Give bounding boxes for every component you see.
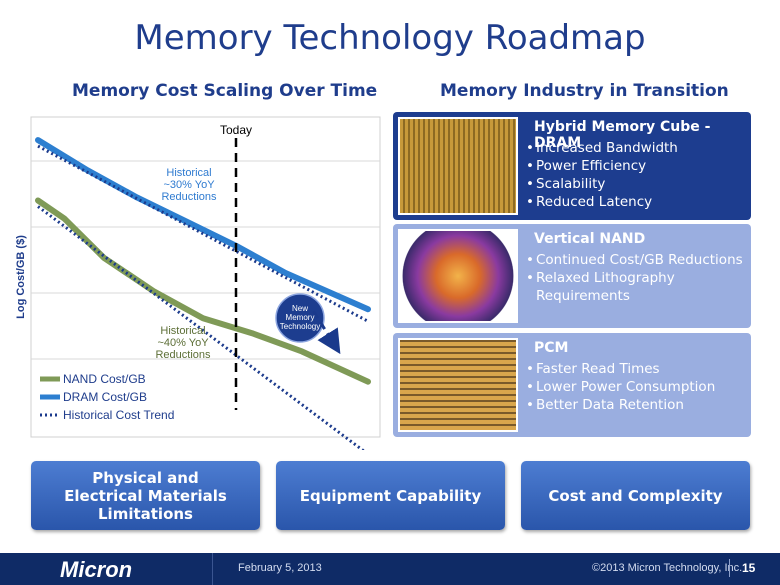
panel-bullet: Continued Cost/GB Reductions [526, 251, 751, 269]
panel-bullet: Reduced Latency [526, 193, 751, 211]
footer-date: February 5, 2013 [238, 562, 322, 574]
page-number: 15 [742, 561, 756, 575]
panel-bullet: Lower Power Consumption [526, 378, 751, 396]
panel-bullet: Faster Read Times [526, 360, 751, 378]
series-line-nand-cost-gb [35, 197, 371, 385]
series-layer [35, 137, 371, 450]
panel-title: Vertical NAND [534, 231, 646, 247]
footer-copyright: ©2013 Micron Technology, Inc. [592, 562, 743, 574]
panel-bullet: Power Efficiency [526, 157, 751, 175]
series-line-historical-cost-trend [37, 144, 369, 323]
footer-bar: Micron February 5, 2013 ©2013 Micron Tec… [0, 553, 780, 585]
footer-divider [212, 553, 213, 585]
series-line-dram-cost-gb [35, 137, 371, 313]
y-axis-label: Log Cost/GB ($) [15, 235, 27, 319]
cost-complexity-button: Cost and Complexity [521, 461, 750, 530]
micron-logo: Micron [60, 557, 133, 582]
chart-legend: NAND Cost/GB DRAM Cost/GB Historical Cost … [40, 372, 174, 422]
panel-bullet: Scalability [526, 175, 751, 193]
panel-pcm: PCM Faster Read TimesLower Power Consumpt… [393, 333, 751, 437]
panel-hybrid-memory-cube: Hybrid Memory Cube - DRAMIncreased Bandw… [393, 112, 751, 220]
pcm-die-image [398, 338, 518, 432]
panels-subtitle: Memory Industry in Transition [440, 81, 729, 101]
cost-scaling-chart: Today Log Cost/GB ($) Historical~30% YoY… [15, 116, 381, 450]
panel-bullet: Better Data Retention [526, 396, 751, 414]
new-memory-bubble [275, 293, 325, 343]
button-label: Equipment Capability [299, 486, 482, 505]
panel-bullets: Faster Read TimesLower Power Consumption… [526, 360, 751, 414]
hmc-chip-image [398, 117, 518, 215]
today-label: Today [220, 123, 252, 137]
panel-bullet: Relaxed Lithography Requirements [526, 269, 751, 305]
panel-bullet: Increased Bandwidth [526, 139, 751, 157]
legend-label: NAND Cost/GB [63, 372, 146, 386]
wafer-image [398, 229, 518, 323]
legend-label: DRAM Cost/GB [63, 390, 147, 404]
chart-subtitle: Memory Cost Scaling Over Time [72, 81, 378, 101]
panel-title: PCM [534, 340, 569, 356]
button-label: Physical and Electrical Materials Limita… [64, 468, 227, 523]
button-label: Cost and Complexity [548, 486, 723, 505]
panel-vertical-nand: Vertical NAND Continued Cost/GB Reduction… [393, 224, 751, 328]
series-line-historical-cost-trend [37, 205, 365, 450]
materials-limitations-button: Physical and Electrical Materials Limita… [31, 461, 260, 530]
legend-label: Historical Cost Trend [63, 408, 174, 422]
page-title: Memory Technology Roadmap [134, 18, 646, 58]
panel-bullets: Continued Cost/GB ReductionsRelaxed Lith… [526, 251, 751, 305]
equipment-capability-button: Equipment Capability [276, 461, 505, 530]
panel-bullets: Increased BandwidthPower EfficiencyScala… [526, 139, 751, 211]
footer-separator [729, 559, 730, 577]
new-tech-arrow [312, 310, 341, 355]
